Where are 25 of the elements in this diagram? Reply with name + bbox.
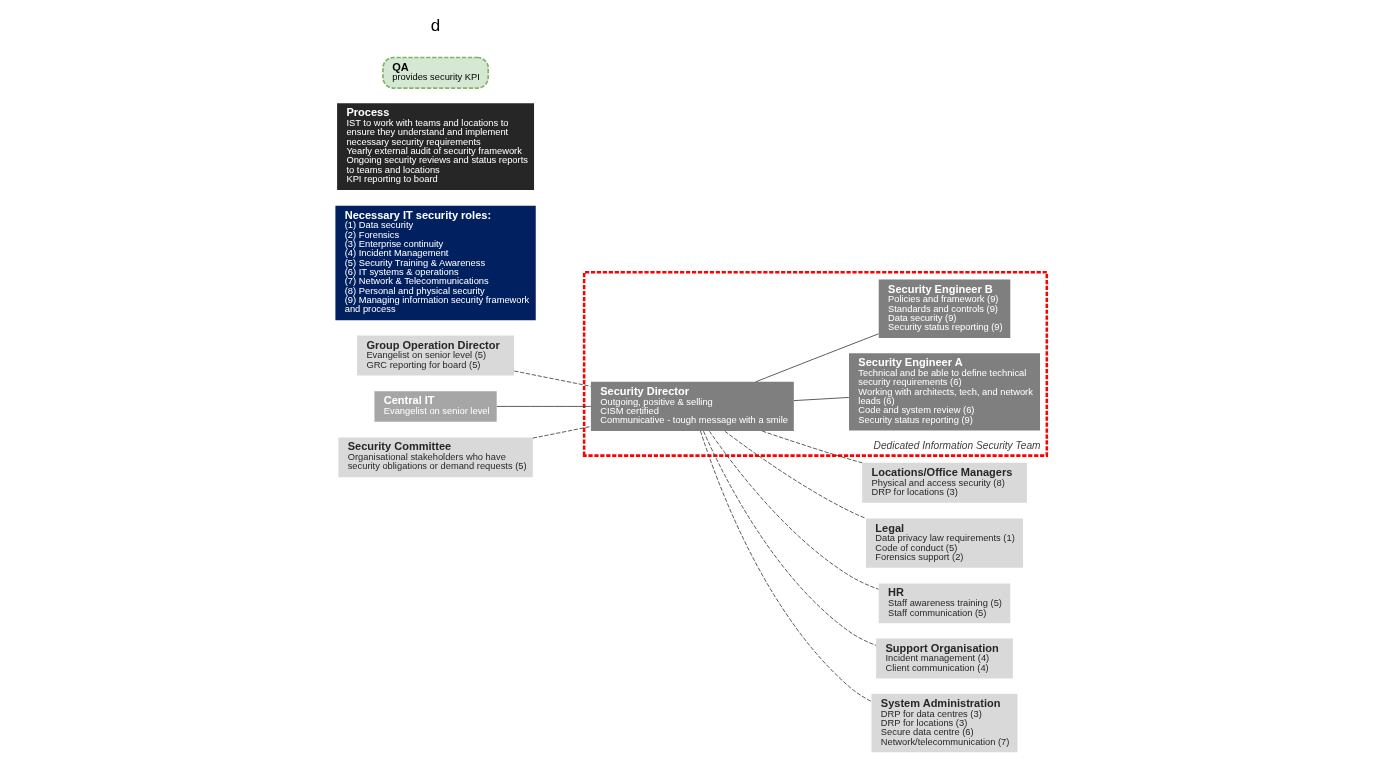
node-box: Support Organisation Incident management (4) Client communication (4): [875, 638, 1013, 679]
connector: [513, 370, 591, 387]
node-box: Security Committee Organisational stakeholders who have security obligations or demand requests (5): [337, 437, 533, 478]
node-box: Process IST to work with teams and locations to ensure they understand and implement necessary security requirements Yearly external audit of security framework Ongoing security reviews and status reports to teams and locations KPI reporting to board: [336, 103, 534, 190]
node-box: Security Director Outgoing, positive & selling CISM certified Communicative - tough message with a smile: [590, 381, 794, 432]
connector: [699, 430, 872, 702]
connector: [495, 406, 591, 407]
label: d: [430, 16, 440, 36]
node-box: Locations/Office Managers Physical and access security (8) DRP for locations (3): [861, 462, 1027, 503]
node-box: Group Operation Director Evangelist on senior level (5) GRC reporting for board (5): [356, 335, 514, 376]
node-box: Legal Data privacy law requirements (1) Code of conduct (5) Forensics support (2): [865, 518, 1023, 568]
connector: [723, 430, 866, 519]
node-box: QA provides security KPI: [381, 56, 489, 89]
connector: [761, 430, 863, 464]
node-box: System Administration DRP for data centres (3) DRP for locations (3) Secure data centre (6) Network/telecommunication (7): [871, 693, 1017, 753]
connector: [793, 397, 849, 402]
connector: [754, 333, 879, 383]
node-box: Security Engineer B Policies and framework (9) Standards and controls (9) Data security (9) Security status reporting (9): [878, 279, 1010, 339]
node-box: HR Staff awareness training (5) Staff communication (5): [878, 583, 1010, 624]
connector: [702, 430, 876, 646]
connector: [531, 426, 591, 439]
connector: [708, 430, 879, 590]
node-box: Security Engineer A Technical and be able to define technical security requirements (6) Working with architects, tech, and network leads (6) Code and system review (6) Security status reporting (9): [848, 353, 1040, 431]
node-box: Central IT Evangelist on senior level: [373, 391, 497, 422]
node-box: Necessary IT security roles: (1) Data security (2) Forensics (3) Enterprise continuity (4) Incident Management (5) Security Training & Awareness (6) IT systems & operations (7) Network & Telecommunications (8) Personal and physical security (9) Managing information security framework and process: [334, 205, 536, 321]
